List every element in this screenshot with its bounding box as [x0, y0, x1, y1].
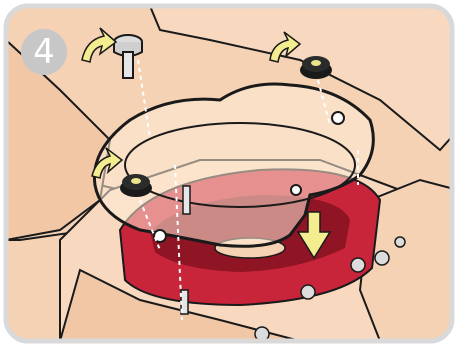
guide-pin — [183, 186, 190, 214]
knob-screw-icon — [300, 56, 332, 79]
step-badge — [21, 29, 67, 75]
knob-screw-icon — [120, 174, 152, 197]
plate-hole-right — [332, 112, 344, 124]
plate-hole-notch — [291, 185, 301, 195]
